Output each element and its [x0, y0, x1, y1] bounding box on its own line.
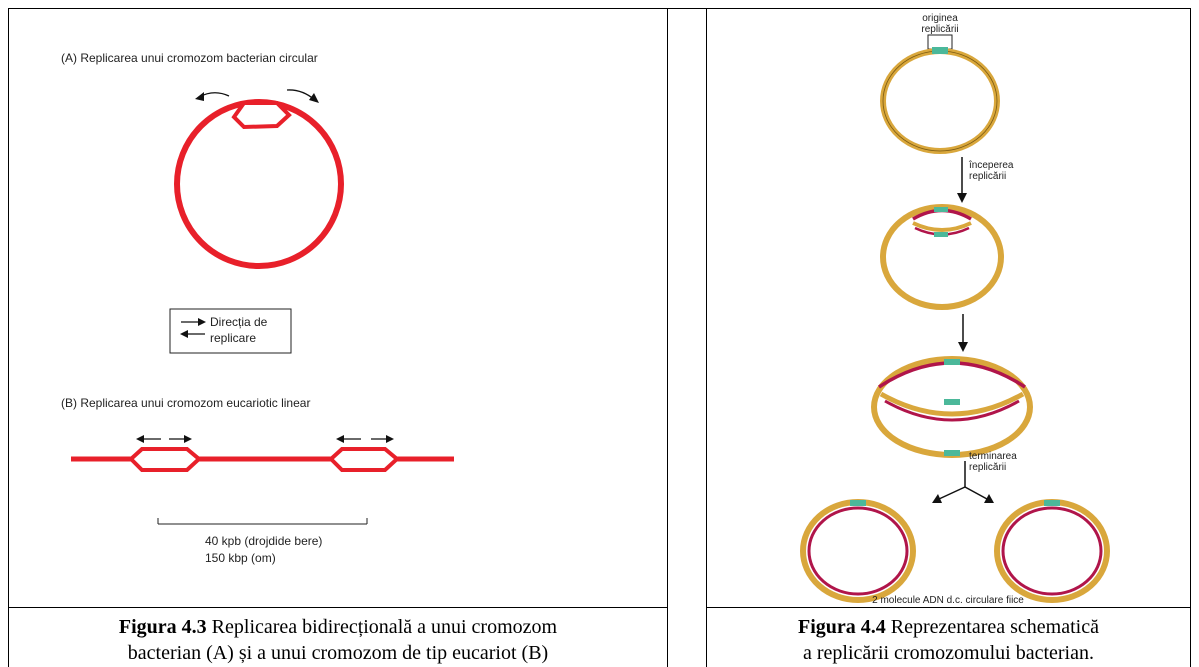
stage3-origin-bottom [944, 450, 960, 456]
arrowhead-linear-2-left [336, 435, 344, 443]
stage2-bubble-inner [912, 221, 972, 232]
stage2-origin-top [934, 207, 948, 212]
figure-4-4-panel: originea replicării începerea replicării [706, 8, 1191, 608]
end-label-2: replicării [969, 462, 1006, 473]
figure-4-3-diagram: (A) Replicarea unui cromozom bacterian c… [61, 51, 454, 565]
start-label-2: replicării [969, 171, 1006, 182]
origin-label-1: originea [922, 13, 958, 24]
column-gap [668, 8, 706, 667]
legend-box [169, 308, 292, 354]
arrowhead-linear-1-left [136, 435, 144, 443]
scale-label-2: 150 kbp (om) [205, 551, 276, 565]
daughter-1-origin [850, 500, 866, 506]
linear-bubble-1 [128, 447, 203, 472]
caption-b-bold: Figura 4.4 [798, 616, 886, 638]
arrowhead-right [309, 93, 319, 103]
figure-4-3-panel: (A) Replicarea unui cromozom bacterian c… [8, 8, 668, 608]
caption-a-line2: bacterian (A) și a unui cromozom de tip … [127, 642, 549, 664]
figure-4-4-diagram: originea replicării începerea replicării [800, 13, 1110, 606]
caption-a-bold: Figura 4.3 [118, 616, 207, 638]
label-b: (B) Replicarea unui cromozom eucariotic … [61, 396, 310, 410]
arrowhead-linear-2-right [386, 435, 394, 443]
caption-b-line1: Reprezentarea schematică [885, 616, 1099, 638]
scale-label-1: 40 kpb (drojdide bere) [205, 534, 322, 548]
arrowhead-linear-1-right [184, 435, 192, 443]
origin-label-2: replicării [921, 24, 958, 35]
arrowhead-left [195, 92, 204, 101]
daughter-2-origin [1044, 500, 1060, 506]
legend-arrowhead-right [198, 318, 206, 326]
result-label: 2 molecule ADN d.c. circulare fiice [872, 595, 1024, 606]
arrowhead-stage-2 [958, 342, 968, 352]
legend-text-1: Direcția de [210, 315, 268, 329]
linear-bubble-2 [328, 447, 401, 472]
label-a: (A) Replicarea unui cromozom bacterian c… [61, 51, 318, 65]
daughter-circle-1 [800, 499, 916, 603]
legend-arrowhead-left [180, 330, 188, 338]
stage2-origin-bottom [934, 232, 948, 237]
stage3-inner-arc [879, 391, 1025, 417]
legend-text-2: replicare [210, 331, 256, 345]
stage2-circle [880, 204, 1004, 310]
stage3-origin-top [944, 359, 960, 365]
figure-4-3-caption: Figura 4.3 Replicarea bidirecțională a u… [8, 607, 668, 667]
stage3-origin-mid [944, 399, 960, 405]
stage1-origin [932, 47, 948, 54]
daughter-circle-2 [994, 499, 1110, 603]
caption-a-line1: Replicarea bidirecțională a unui cromozo… [206, 616, 558, 638]
replication-bubble-circular [231, 101, 292, 130]
arrowhead-fork-left [932, 494, 942, 503]
caption-a-text: Figura 4.3 Replicarea bidirecțională a u… [9, 608, 667, 666]
stage3-new-strand-top [878, 361, 1026, 389]
stage1-circle [880, 48, 1000, 154]
stage3-new-strand-bottom [884, 399, 1020, 422]
origin-marker-box [927, 34, 953, 50]
daughter-circle-1-new [807, 506, 909, 596]
figure-4-4-caption: Figura 4.4 Reprezentarea schematică a re… [706, 607, 1191, 667]
caption-b-text: Figura 4.4 Reprezentarea schematică a re… [707, 608, 1190, 666]
start-label-1: începerea [968, 160, 1014, 171]
arrowhead-stage-1 [957, 193, 967, 203]
arrow-fork-right [964, 486, 988, 500]
arrowhead-fork-right [984, 494, 994, 503]
daughter-circle-2-new [1001, 506, 1103, 596]
arrow-fork-left [938, 486, 966, 500]
end-label-1: terminarea [969, 451, 1017, 462]
caption-b-line2: a replicării cromozomului bacterian. [803, 642, 1094, 664]
